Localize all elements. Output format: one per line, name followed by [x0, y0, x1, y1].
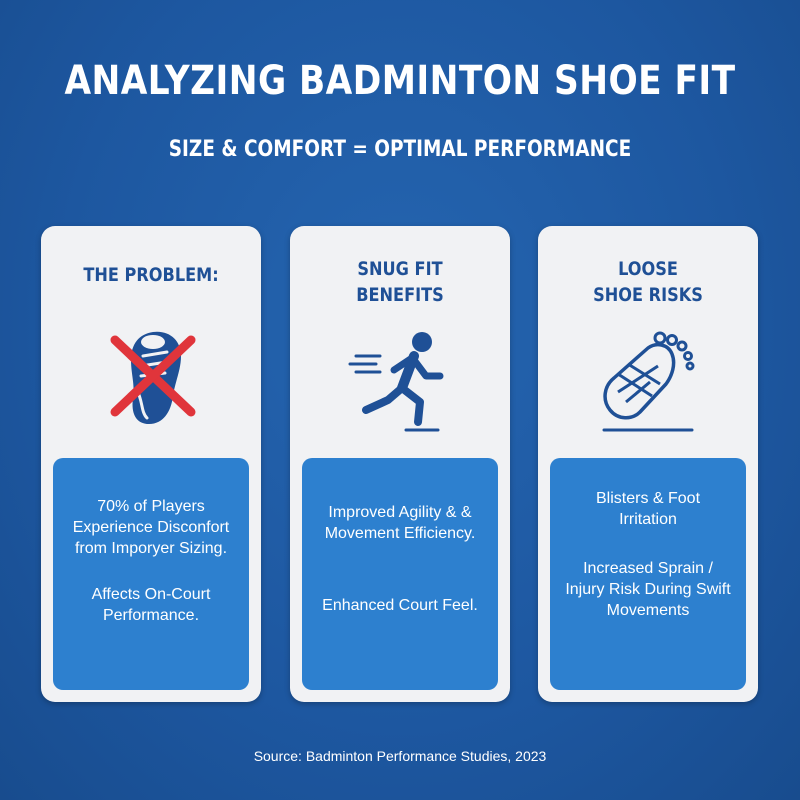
info-panel: Improved Agility & & Movement Efficiency…	[302, 458, 498, 690]
info-panel: 70% of Players Experience Disconfort fro…	[53, 458, 249, 690]
source-note: Source: Badminton Performance Studies, 2…	[253, 748, 547, 764]
panel-paragraph: Improved Agility & & Movement Efficiency…	[324, 504, 476, 542]
card-heading: LOOSE SHOE RISKS	[555, 256, 742, 308]
panel-paragraph: Blisters & Foot Irritation	[595, 490, 701, 528]
panel-paragraph: Affects On-Court Performance.	[91, 586, 211, 624]
card-heading-line: SHOE RISKS	[593, 284, 703, 306]
page-title: ANALYZING BADMINTON SHOE FIT	[64, 58, 736, 104]
bandaged-foot-icon	[588, 326, 708, 436]
crossed-out-shoe-icon	[91, 326, 211, 436]
panel-paragraph: 70% of Players Experience Disconfort fro…	[72, 498, 230, 557]
card-loose-shoe-risks: LOOSE SHOE RISKS Bl	[538, 226, 758, 702]
card-heading: SNUG FIT BENEFITS	[307, 256, 494, 308]
info-panel: Blisters & Foot Irritation Increased Spr…	[550, 458, 746, 690]
card-heading: THE PROBLEM:	[58, 262, 245, 288]
running-person-icon	[340, 326, 460, 436]
page-subtitle: SIZE & COMFORT = OPTIMAL PERFORMANCE	[168, 137, 632, 162]
card-heading-line: SNUG FIT	[357, 258, 443, 280]
card-the-problem: THE PROBLEM: 70% of Players Experience D…	[41, 226, 261, 702]
card-heading-line: THE PROBLEM:	[83, 264, 219, 286]
card-heading-line: LOOSE	[618, 258, 678, 280]
panel-paragraph: Enhanced Court Feel.	[322, 597, 478, 614]
card-heading-line: BENEFITS	[356, 284, 444, 306]
panel-paragraph: Increased Sprain / Injury Risk During Sw…	[565, 560, 731, 619]
card-snug-fit-benefits: SNUG FIT BENEFITS I	[290, 226, 510, 702]
